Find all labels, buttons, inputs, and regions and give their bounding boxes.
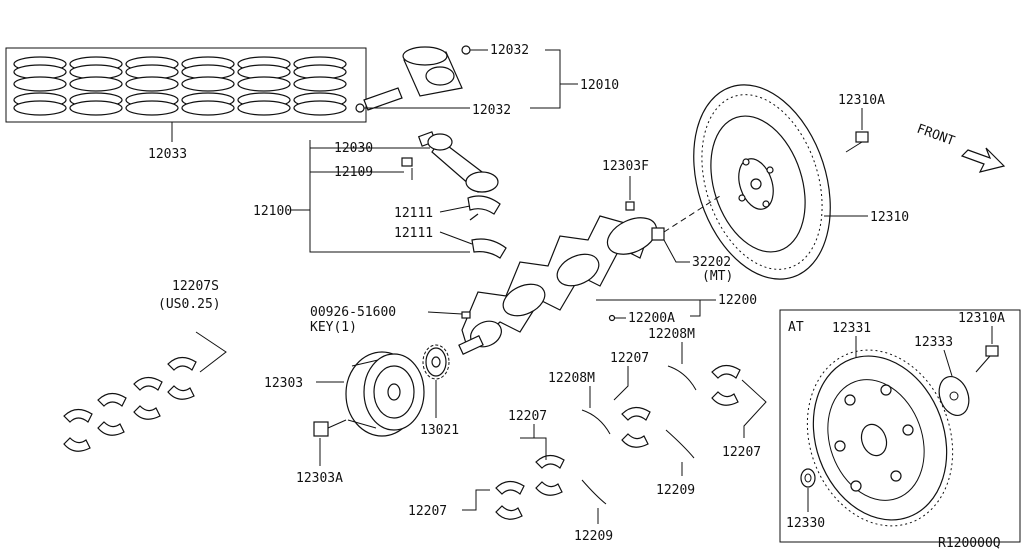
drive-plate-at-illustration — [806, 349, 954, 527]
undersize-bearing-set-illustration — [63, 356, 197, 452]
label-13021: 13021 — [420, 423, 459, 438]
crankshaft-illustration — [458, 201, 665, 355]
label-12333: 12333 — [914, 335, 953, 350]
label-12100: 12100 — [253, 204, 292, 219]
main-bearings-illustration — [495, 364, 741, 520]
label-12111-lower: 12111 — [394, 226, 433, 241]
piston-illustration — [355, 45, 471, 113]
label-12207-lower-mid: 12207 — [508, 409, 547, 424]
crank-sprocket-illustration — [422, 344, 450, 380]
label-12030: 12030 — [334, 141, 373, 156]
label-00926-51600: 00926-51600 — [310, 305, 396, 320]
front-arrow-icon — [960, 147, 1006, 173]
label-12303f: 12303F — [602, 159, 649, 174]
at-bolt-illustration — [975, 345, 999, 373]
label-12331: 12331 — [832, 321, 871, 336]
label-12207-bottom: 12207 — [408, 504, 447, 519]
label-12310: 12310 — [870, 210, 909, 225]
connecting-rod-illustration — [401, 131, 507, 259]
label-32202: 32202 — [692, 255, 731, 270]
front-label: FRONT — [915, 122, 957, 150]
label-12032-upper: 12032 — [490, 43, 529, 58]
label-key: KEY(1) — [310, 320, 357, 335]
label-12207-mid: 12207 — [610, 351, 649, 366]
label-12207s: 12207S — [172, 279, 219, 294]
label-12200a: 12200A — [628, 311, 675, 326]
label-12310a-mt: 12310A — [838, 93, 885, 108]
label-12208m-right: 12208M — [648, 327, 695, 342]
label-12209-right: 12209 — [656, 483, 695, 498]
label-12209-bottom: 12209 — [574, 529, 613, 544]
label-12010: 12010 — [580, 78, 619, 93]
label-12032-lower: 12032 — [472, 103, 511, 118]
at-driveplate-box — [779, 309, 1021, 543]
label-12111-upper: 12111 — [394, 206, 433, 221]
flywheel-mt-illustration — [693, 84, 869, 280]
label-12208m-left: 12208M — [548, 371, 595, 386]
label-12330: 12330 — [786, 516, 825, 531]
reference-code: R120000Q — [938, 536, 1001, 551]
label-12033: 12033 — [148, 147, 187, 162]
label-12200: 12200 — [718, 293, 757, 308]
label-12303: 12303 — [264, 376, 303, 391]
label-12207s-us: (US0.25) — [158, 297, 221, 312]
label-12207-right: 12207 — [722, 445, 761, 460]
piston-ring-set-illustration — [13, 56, 347, 116]
reinforcement-plate-illustration — [938, 376, 970, 416]
label-at: AT — [788, 320, 804, 335]
label-12109: 12109 — [334, 165, 373, 180]
label-32202-mt: (MT) — [702, 269, 733, 284]
pilot-converter-illustration — [800, 468, 816, 488]
pulley-bolt-illustration — [313, 419, 347, 437]
label-12303a: 12303A — [296, 471, 343, 486]
piston-ring-set-box — [5, 47, 367, 123]
label-12310a-at: 12310A — [958, 311, 1005, 326]
crank-pulley-illustration — [345, 351, 425, 437]
